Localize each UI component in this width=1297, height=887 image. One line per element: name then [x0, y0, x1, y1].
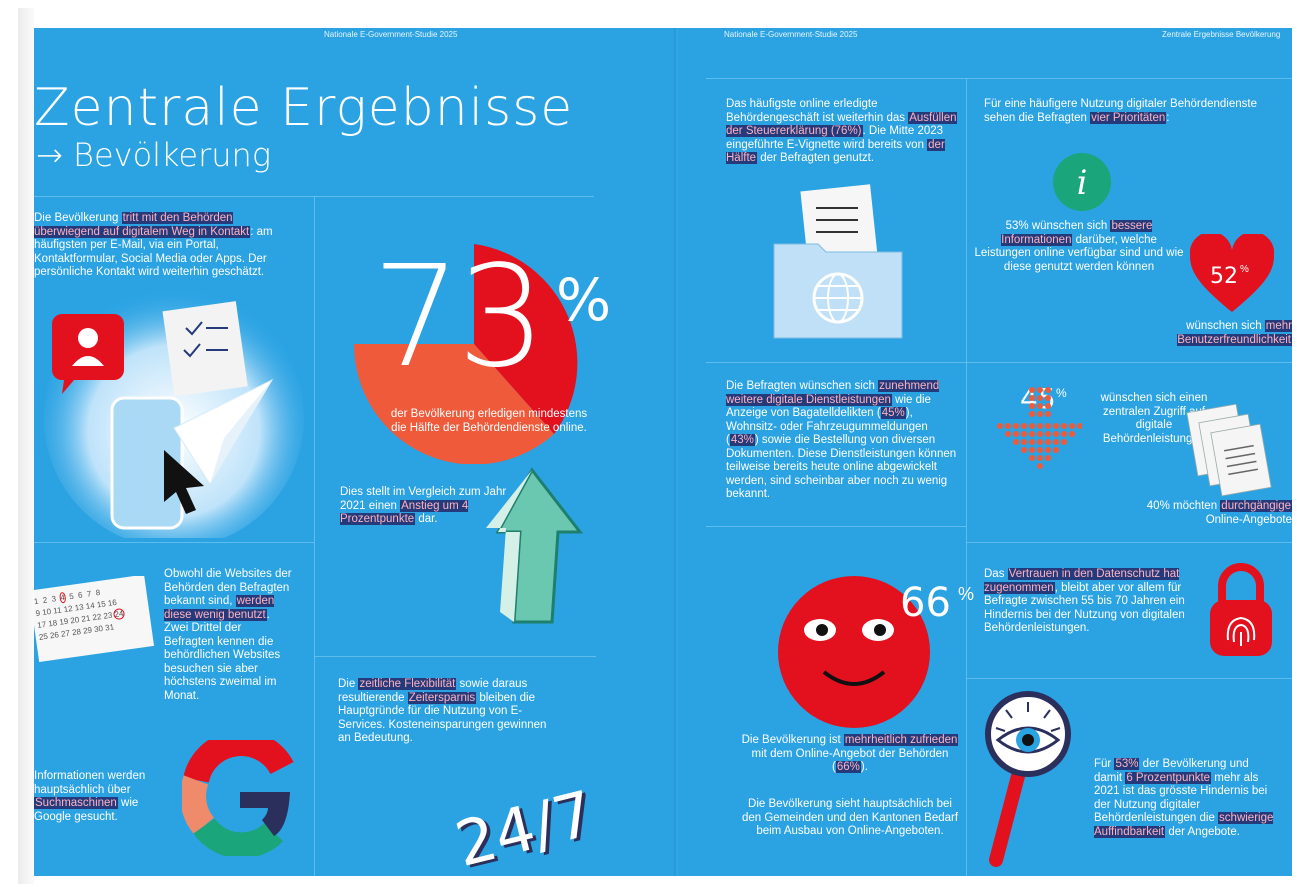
running-head-left: Nationale E-Government-Studie 2025 [324, 30, 458, 39]
stat-73-percent: % [556, 266, 612, 334]
divider [966, 542, 1292, 543]
heart-icon [1190, 234, 1274, 312]
dot-arrow-icon [997, 387, 1082, 469]
priority-52-number: 52 [1210, 264, 1238, 289]
running-head-right: Zentrale Ergebnisse Bevölkerung [1162, 30, 1281, 39]
page-edge-shadow [18, 8, 34, 884]
priority-45-percent: % [1056, 386, 1067, 400]
info-icon: i [1053, 153, 1111, 211]
flexibility-text: Die zeitliche Flexibilität sowie daraus … [338, 678, 547, 744]
folder-globe-icon [773, 184, 903, 339]
stat-66-number: 66 [900, 580, 951, 626]
priority-52-text: wünschen sich mehr Benutzerfreundlichkei… [1177, 320, 1292, 346]
priority-40-text: 40% möchten durchgängige Online-Angebote [1146, 500, 1292, 526]
divider [314, 656, 596, 657]
tax-text: Das häufigste online erledigte Behördeng… [726, 98, 957, 164]
priority-53-text: 53% wünschen sich bessere Informationen … [974, 220, 1184, 273]
smiley-icon [778, 576, 930, 728]
padlock-fingerprint-icon [1210, 563, 1272, 656]
running-head-right-center: Nationale E-Government-Studie 2025 [724, 30, 858, 39]
divider [314, 196, 315, 876]
digital-contact-illustration [44, 288, 304, 538]
privacy-text: Das Vertrauen in den Datenschutz hat zug… [984, 568, 1185, 634]
priority-52-percent: % [1240, 264, 1249, 275]
page-title: Zentrale Ergebnisse [34, 78, 574, 138]
svg-text:i: i [1077, 163, 1088, 203]
checklist-icon [162, 301, 248, 397]
paper-plane-icon [173, 378, 274, 485]
stat-66-percent: % [958, 584, 975, 604]
divider [966, 678, 1292, 679]
divider [706, 526, 966, 527]
findability-text: Für 53% der Bevölkerung und damit 6 Proz… [1094, 758, 1274, 838]
user-icon [52, 314, 124, 394]
priority-45-text: wünschen sich einen zentralen Zugriff au… [1100, 392, 1208, 445]
divider [706, 362, 1292, 363]
cursor-icon [164, 450, 204, 514]
priorities-text: Für eine häufigere Nutzung digitaler Beh… [984, 98, 1257, 124]
increase-text: Dies stellt im Vergleich zum Jahr 2021 e… [340, 486, 507, 525]
t247-graphic: 24/7 [448, 776, 602, 876]
intro-text: Die Bevölkerung tritt mit den Behörden ü… [34, 212, 273, 278]
page-subtitle: → Bevölkerung [36, 136, 272, 174]
satisfaction-text: Die Bevölkerung ist mehrheitlich zufried… [741, 734, 959, 773]
stat-73-caption: der Bevölkerung erledigen mindestens die… [390, 408, 588, 434]
stat-73-number: 73 [372, 236, 546, 399]
page-gutter [674, 28, 678, 876]
magnifier-eye-icon [985, 691, 1071, 867]
divider [706, 78, 1292, 79]
stat-73-pie [353, 244, 578, 464]
expansion-text: Die Bevölkerung sieht hauptsächlich bei … [741, 798, 959, 837]
divider [966, 78, 967, 876]
documents-icon [1186, 404, 1272, 497]
infographic-spread: Nationale E-Government-Studie 2025 Natio… [34, 28, 1292, 876]
services-text: Die Befragten wünschen sich zunehmend we… [726, 380, 957, 500]
arrow-up-icon [486, 467, 584, 624]
google-logo-icon [182, 740, 294, 856]
divider [34, 542, 314, 543]
calendar-icon [34, 576, 154, 663]
websites-text: Obwohl die Websites der Behörden den Bef… [164, 568, 292, 702]
top-margin [34, 8, 1294, 28]
search-text: Informationen werden hauptsächlich über … [34, 770, 146, 823]
